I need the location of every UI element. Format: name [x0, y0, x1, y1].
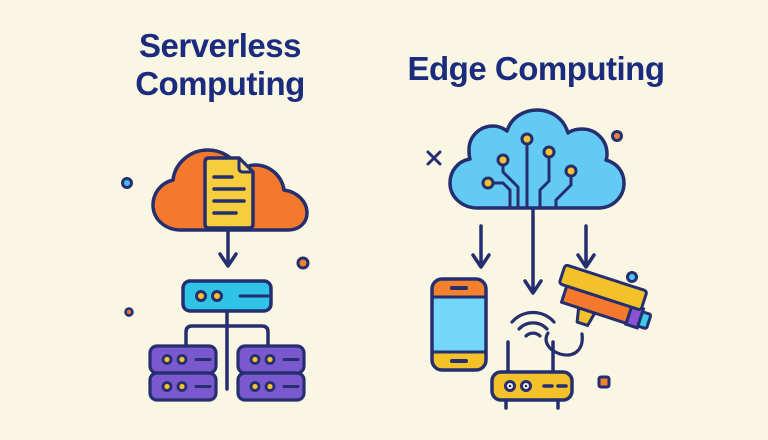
serverless-title: Serverless Computing [135, 27, 305, 102]
x-mark [426, 150, 442, 166]
cctv-camera-icon [544, 263, 653, 357]
cloud-with-document-icon [151, 148, 309, 232]
arrow-down-icon [471, 224, 491, 269]
wifi-router-icon [490, 311, 574, 410]
orange-dot [296, 256, 310, 270]
rack-connector-lines [184, 309, 270, 391]
arrow-down-icon [523, 206, 543, 295]
wifi-signal-icon [510, 311, 556, 338]
circuit-nodes [481, 132, 578, 190]
orange-dot [611, 130, 623, 142]
arrow-down-icon [218, 230, 238, 268]
small-orange-dot [124, 307, 134, 317]
load-balancer-icon [181, 279, 273, 313]
blue-dot [121, 177, 133, 189]
smartphone-icon [430, 277, 488, 372]
server-rack-icon [148, 344, 218, 402]
document-icon [203, 156, 255, 230]
server-rack-icon [236, 344, 306, 402]
arrow-down-icon [576, 224, 596, 269]
circuit-traces [491, 143, 573, 209]
edge-title: Edge Computing [407, 50, 665, 87]
orange-square [597, 375, 611, 389]
blue-dot [626, 271, 638, 283]
circuit-cloud-icon [448, 108, 626, 210]
